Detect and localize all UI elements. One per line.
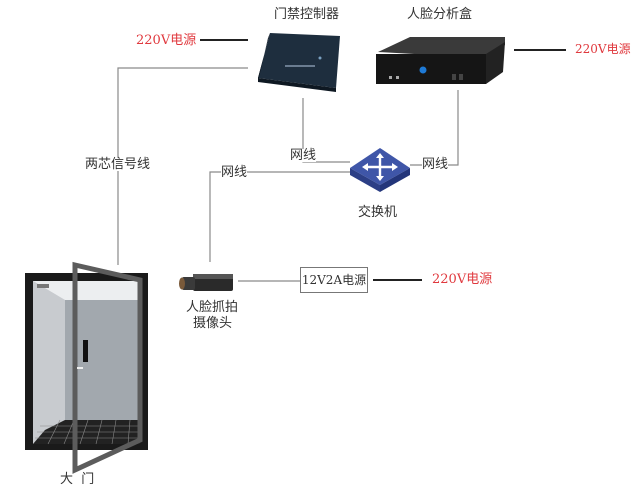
door-icon — [25, 261, 148, 474]
switch-label: 交换机 — [358, 205, 398, 220]
door-controller-label: 门禁控制器 — [274, 7, 340, 22]
face-analysis-box-icon — [376, 37, 505, 84]
network-wire-controller-to-switch — [302, 98, 350, 163]
power-label-analysis-box: 220V电源 — [575, 42, 631, 56]
camera-icon — [179, 274, 233, 291]
network-wire-camera-to-switch — [209, 171, 350, 262]
network-cable-label-controller: 网线 — [290, 148, 317, 163]
psu-box: 12V2A电源 — [300, 267, 368, 293]
power-label-controller: 220V电源 — [136, 33, 197, 48]
network-wire-box-to-switch — [410, 90, 459, 166]
network-switch-icon — [350, 148, 410, 192]
door-controller-icon — [258, 33, 340, 92]
signal-cable-label: 两芯信号线 — [85, 157, 151, 172]
camera-label-line2: 摄像头 — [193, 316, 233, 331]
signal-wire-controller-to-door — [117, 67, 248, 265]
network-cable-label-camera: 网线 — [221, 165, 248, 180]
door-label: 大 门 — [60, 472, 95, 487]
power-label-camera-psu: 220V电源 — [432, 272, 493, 287]
face-analysis-box-label: 人脸分析盒 — [407, 7, 473, 22]
camera-label-line1: 人脸抓拍 — [186, 300, 239, 315]
network-cable-label-box: 网线 — [422, 157, 449, 172]
